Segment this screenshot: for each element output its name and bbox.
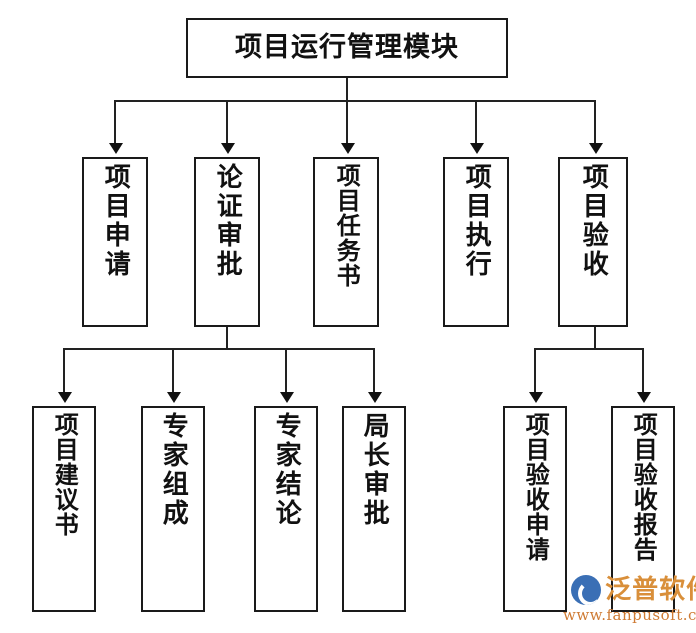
arrowhead-left-0 [58,392,72,403]
connector-top-drop-3 [475,100,477,143]
node-n-review[interactable]: 论证审批 [194,157,260,327]
node-label: 专家组成 [158,412,189,528]
node-label: 项目建议书 [50,412,79,537]
node-label: 项目运行管理模块 [235,31,459,63]
arrowhead-right-1 [637,392,651,403]
node-label: 局长审批 [359,412,390,528]
node-label: 专家结论 [271,412,302,528]
connector-left-drop-1 [172,348,174,392]
node-n-proposal[interactable]: 项目建议书 [32,406,96,612]
node-label: 项目执行 [461,163,492,279]
connector-right-drop-0 [534,348,536,392]
node-label: 项目申请 [100,163,131,279]
connector-top-drop-2 [346,100,348,143]
fanpu-logo-icon [571,575,602,605]
arrowhead-top-4 [589,143,603,154]
connector-right-drop-1 [642,348,644,392]
arrowhead-top-3 [470,143,484,154]
connector-left-drop-0 [63,348,65,392]
node-n-director[interactable]: 局长审批 [342,406,406,612]
node-n-task[interactable]: 项目任务书 [313,157,379,327]
arrowhead-left-1 [167,392,181,403]
arrowhead-left-3 [368,392,382,403]
node-root[interactable]: 项目运行管理模块 [186,18,508,78]
node-n-execute[interactable]: 项目执行 [443,157,509,327]
node-n-expert[interactable]: 专家组成 [141,406,205,612]
connector-left-drop-2 [285,348,287,392]
connector-bus-top [114,100,594,102]
node-n-apply[interactable]: 项目申请 [82,157,148,327]
arrowhead-right-0 [529,392,543,403]
node-n-conclude[interactable]: 专家结论 [254,406,318,612]
connector-root-drop [346,78,348,100]
connector-bus-right [534,348,642,350]
node-label: 项目验收申请 [521,412,550,562]
connector-right-branch-drop [594,327,596,348]
connector-bus-left [63,348,373,350]
arrowhead-left-2 [280,392,294,403]
connector-top-drop-0 [114,100,116,143]
connector-left-drop-3 [373,348,375,392]
node-label: 项目验收报告 [629,412,658,562]
node-label: 论证审批 [212,163,243,279]
arrowhead-top-0 [109,143,123,154]
node-n-acc-report[interactable]: 项目验收报告 [611,406,675,612]
connector-top-drop-1 [226,100,228,143]
arrowhead-top-2 [341,143,355,154]
connector-top-drop-4 [594,100,596,143]
node-n-acc-apply[interactable]: 项目验收申请 [503,406,567,612]
node-n-accept[interactable]: 项目验收 [558,157,628,327]
arrowhead-top-1 [221,143,235,154]
node-label: 项目验收 [578,163,609,279]
connector-left-branch-drop [226,327,228,348]
node-label: 项目任务书 [332,163,361,288]
